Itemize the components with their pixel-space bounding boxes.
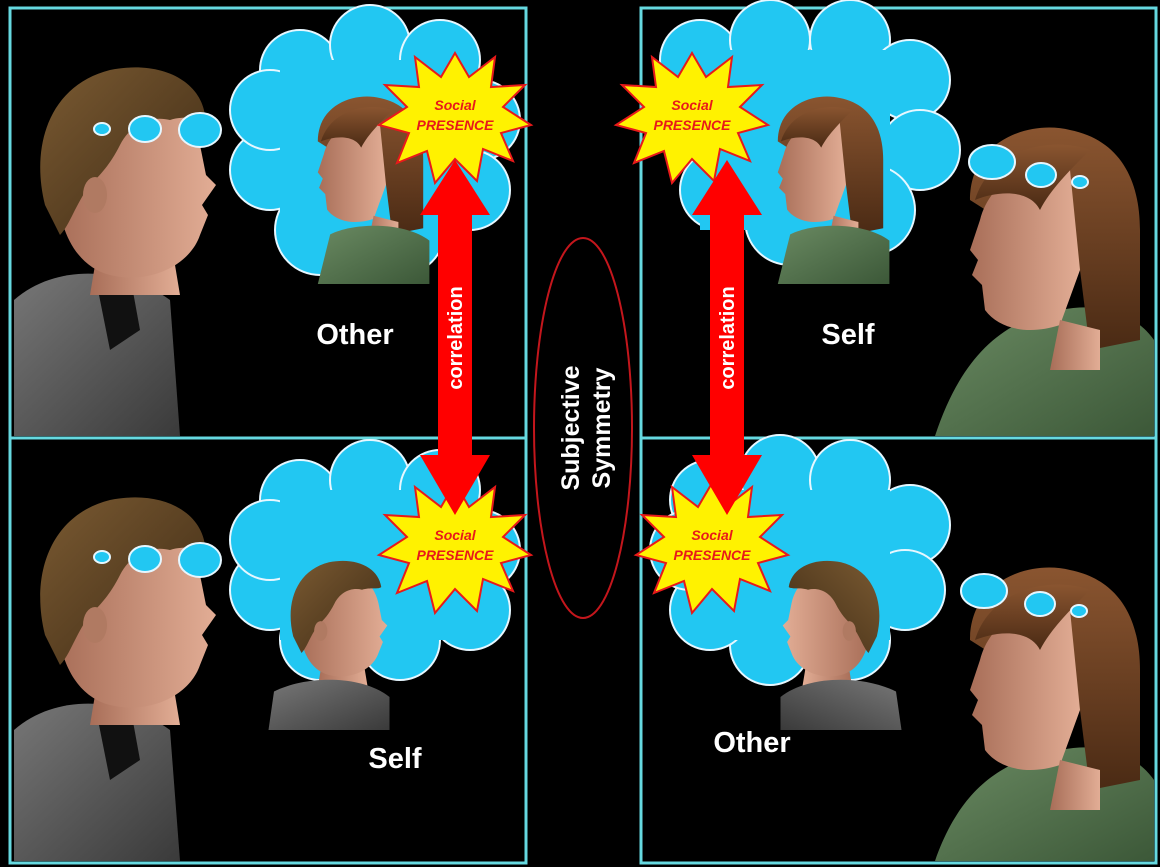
panel-top-right: Social PRESENCE Self (615, 0, 1158, 440)
burst-label-presence: PRESENCE (653, 117, 731, 133)
burst-label-social: Social (671, 97, 713, 113)
correlation-arrow-left: correlation (420, 160, 490, 515)
burst-label-social: Social (434, 97, 476, 113)
role-label-other: Other (316, 319, 393, 351)
panel-bottom-left: Social PRESENCE Self (8, 436, 532, 865)
role-label-other: Other (713, 727, 790, 759)
correlation-arrow-right: correlation (692, 160, 762, 515)
burst-label-social: Social (434, 527, 476, 543)
burst-label-presence: PRESENCE (416, 547, 494, 563)
burst-label-presence: PRESENCE (416, 117, 494, 133)
center-label-line2: Symmetry (588, 367, 616, 488)
correlation-label: correlation (717, 286, 739, 389)
panel-bottom-right: Social PRESENCE Other (635, 434, 1158, 865)
burst-label-social: Social (691, 527, 733, 543)
role-label-self: Self (821, 319, 875, 351)
burst-label-presence: PRESENCE (673, 547, 751, 563)
role-label-self: Self (368, 743, 422, 775)
subjective-symmetry-ellipse: Subjective Symmetry (533, 237, 633, 619)
center-label-line1: Subjective (557, 365, 585, 490)
correlation-label: correlation (445, 286, 467, 389)
